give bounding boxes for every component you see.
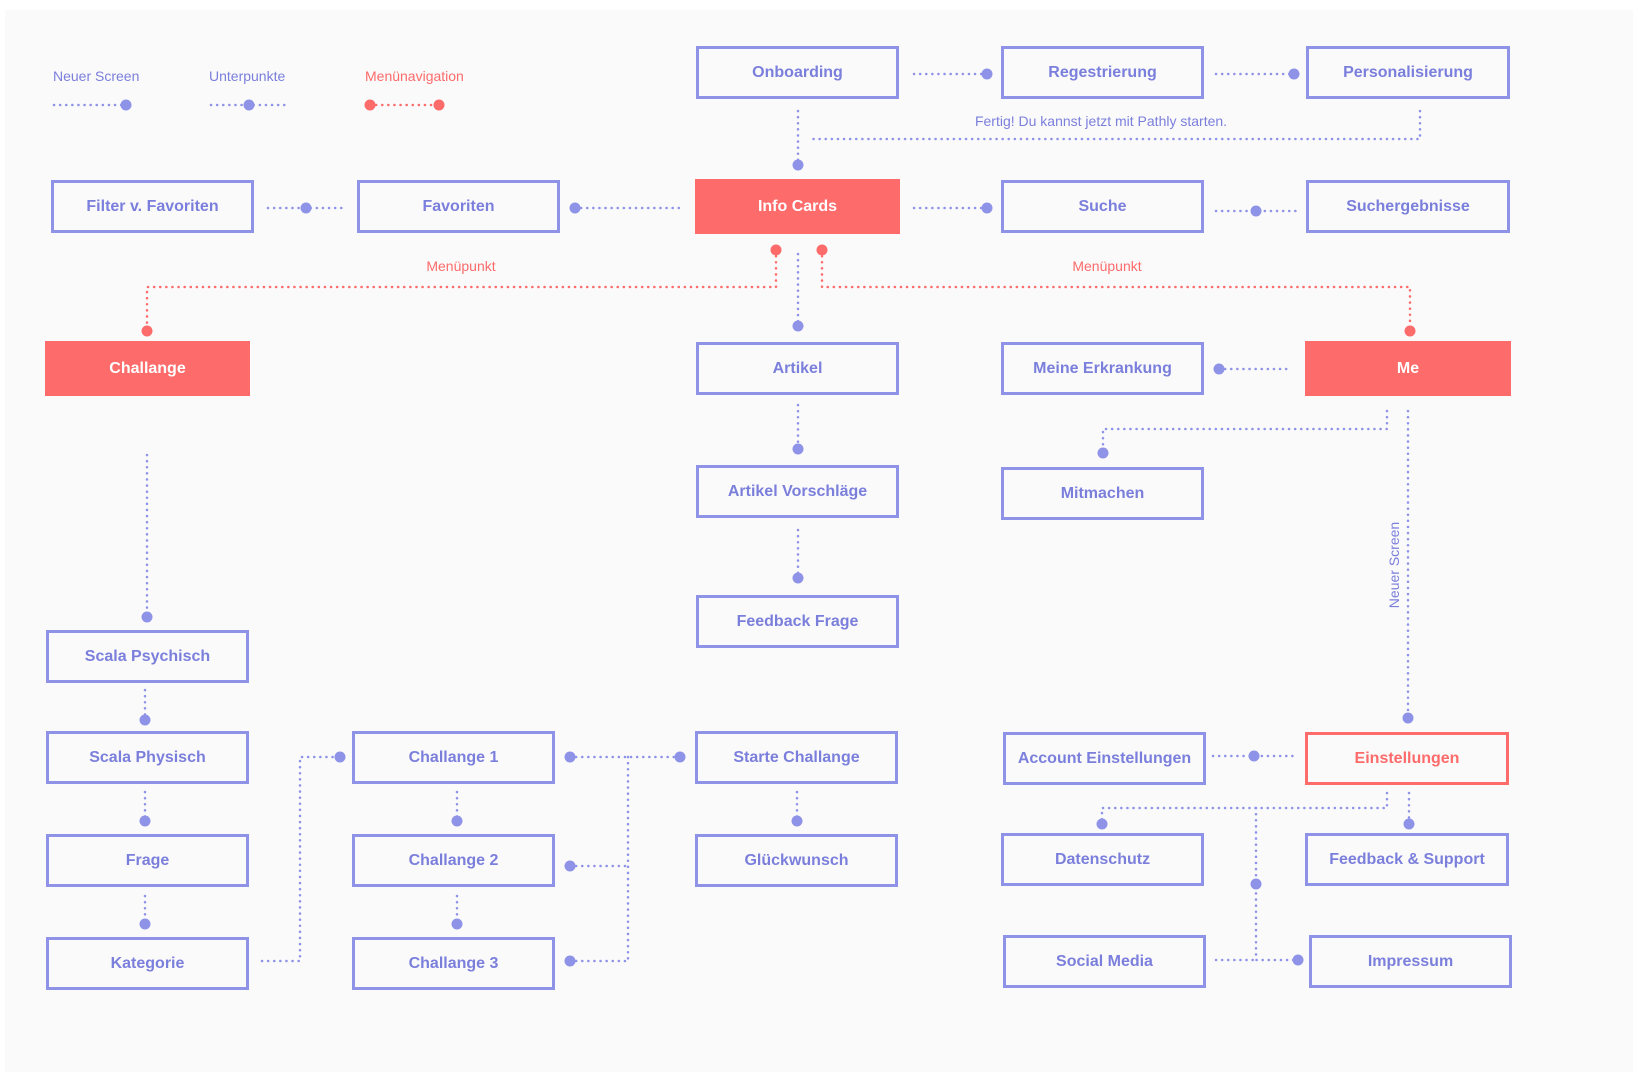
node-frage[interactable]: Frage [46,834,249,887]
legend-new-screen-label: Neuer Screen [53,68,140,84]
me-to-mitmachen-connector [1101,409,1389,455]
legend-menu-navigation-label: Menünavigation [365,68,464,84]
node-favoriten[interactable]: Favoriten [357,180,560,233]
node-feedback-frage[interactable]: Feedback Frage [696,595,899,648]
menu-me-connector [820,248,1412,333]
new-screen-vertical-label: Neuer Screen [1386,521,1402,609]
legend-new-screen-dot [120,99,132,111]
node-starte-challange[interactable]: Starte Challange [695,731,898,784]
node-glueckwunsch[interactable]: Glückwunsch [695,834,898,887]
legend-menu-dot-start [364,99,376,111]
legend-subpoints-dot [243,99,255,111]
node-challange-3[interactable]: Challange 3 [352,937,555,990]
node-impressum[interactable]: Impressum [1309,935,1512,988]
node-challange-1[interactable]: Challange 1 [352,731,555,784]
done-message-label: Fertig! Du kannst jetzt mit Pathly start… [974,113,1228,129]
node-scala-physisch[interactable]: Scala Physisch [46,731,249,784]
node-artikel-vorschlaege[interactable]: Artikel Vorschläge [696,465,899,518]
node-datenschutz[interactable]: Datenschutz [1001,833,1204,886]
node-registrierung[interactable]: Regestrierung [1001,46,1204,99]
node-kategorie[interactable]: Kategorie [46,937,249,990]
node-einstellungen[interactable]: Einstellungen [1305,732,1509,785]
node-challange[interactable]: Challange [45,341,250,396]
node-suchergebnisse[interactable]: Suchergebnisse [1306,180,1510,233]
node-onboarding[interactable]: Onboarding [696,46,899,99]
einstellungen-to-datenschutz-connector [1100,791,1389,826]
node-artikel[interactable]: Artikel [696,342,899,395]
node-personalisierung[interactable]: Personalisierung [1306,46,1510,99]
legend-subpoints-label: Unterpunkte [209,68,286,84]
node-scala-psychisch[interactable]: Scala Psychisch [46,630,249,683]
node-social-media[interactable]: Social Media [1003,935,1206,988]
einstellungen-to-impressum-connector [1254,806,1300,962]
node-me[interactable]: Me [1305,341,1511,396]
node-filter-favoriten[interactable]: Filter v. Favoriten [51,180,254,233]
node-account-einstellungen[interactable]: Account Einstellungen [1003,732,1206,785]
menu-point-right-label: Menüpunkt [1072,258,1142,274]
menu-challange-connector [145,248,778,333]
node-feedback-support[interactable]: Feedback & Support [1305,833,1509,886]
legend-menu-dot-end [433,99,445,111]
menu-point-left-label: Menüpunkt [426,258,496,274]
node-mitmachen[interactable]: Mitmachen [1001,467,1204,520]
kategorie-to-challange-1-connector [260,755,342,963]
node-challange-2[interactable]: Challange 2 [352,834,555,887]
node-suche[interactable]: Suche [1001,180,1204,233]
node-info-cards[interactable]: Info Cards [695,179,900,234]
node-meine-erkrankung[interactable]: Meine Erkrankung [1001,342,1204,395]
